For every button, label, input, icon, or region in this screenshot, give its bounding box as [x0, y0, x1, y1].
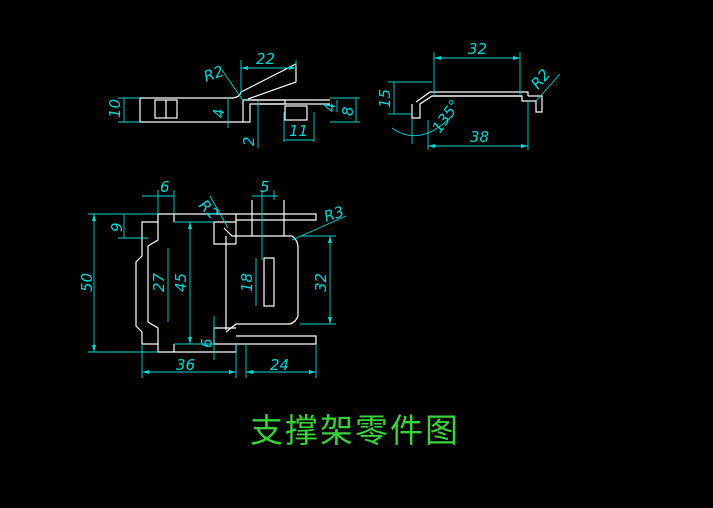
- dim-9-label: 9: [108, 222, 126, 232]
- part-outline-top-right: [411, 91, 543, 119]
- dim-4b-label: 4: [321, 102, 339, 112]
- dim-32-right-label: 32: [312, 273, 330, 292]
- dim-36-label: 36: [176, 356, 195, 374]
- dim-r2-label: R2: [201, 62, 226, 86]
- dim-10-label: 10: [106, 99, 124, 118]
- dim-6-lower-label: 6: [198, 338, 216, 348]
- dim-15-label: 15: [376, 89, 394, 108]
- drawing-title: 支撑架零件图: [250, 411, 460, 450]
- dim-50-label: 50: [78, 273, 96, 292]
- bottom-view: 6 R2 5 R3 9 50 27 45 18 32 6 36 24: [78, 178, 346, 378]
- dim-11-label: 11: [289, 122, 308, 140]
- dim-8-label: 8: [339, 106, 357, 116]
- dim-4a-label: 4: [210, 108, 228, 118]
- dim-27-label: 27: [150, 272, 168, 292]
- dims-top-left: [118, 60, 360, 148]
- dim-135-label: 135°: [429, 96, 464, 136]
- dims-top-right: [388, 52, 561, 150]
- dim-r2-bottom-label: R2: [195, 196, 222, 223]
- dims-bottom: [88, 190, 347, 378]
- top-right-view: 32 15 135° 38 R2: [376, 40, 561, 150]
- dim-18-label: 18: [238, 273, 256, 292]
- top-left-view: 22 R2 10 4 4 8 2 11: [106, 50, 360, 148]
- dim-45-label: 45: [172, 273, 190, 292]
- dim-6-top-label: 6: [160, 178, 170, 196]
- dim-r3-label: R3: [322, 203, 347, 226]
- dim-38-label: 38: [470, 128, 489, 146]
- part-outline-top-left: [139, 63, 330, 123]
- dim-22-label: 22: [256, 50, 275, 68]
- dim-r2-right-label: R2: [527, 66, 554, 93]
- dim-2-label: 2: [240, 136, 258, 146]
- dim-24-label: 24: [270, 356, 289, 374]
- dim-32-top-label: 32: [468, 40, 487, 58]
- dim-5-label: 5: [260, 178, 270, 196]
